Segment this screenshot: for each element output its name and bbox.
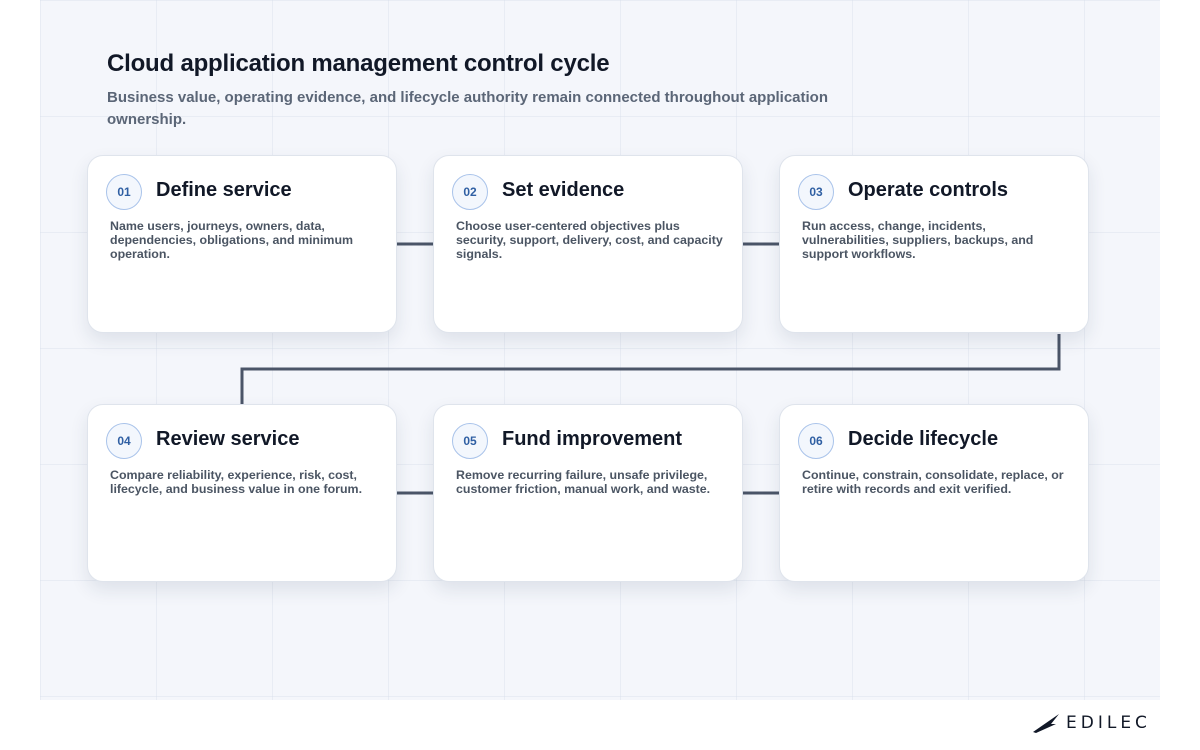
step-card-06: 06 Decide lifecycle Continue, constrain,… (779, 404, 1089, 582)
edilec-logo-icon (1033, 714, 1059, 733)
step-description: Choose user-centered objectives plus sec… (456, 219, 723, 261)
page-title: Cloud application management control cyc… (107, 50, 610, 77)
diagram-canvas (40, 0, 1160, 700)
step-number-badge: 02 (452, 174, 488, 210)
step-number-badge: 01 (106, 174, 142, 210)
step-title: Set evidence (502, 179, 625, 201)
brand-name: EDILEC (1066, 713, 1151, 733)
step-card-05: 05 Fund improvement Remove recurring fai… (433, 404, 743, 582)
step-description: Compare reliability, experience, risk, c… (110, 468, 363, 496)
step-title: Operate controls (848, 179, 1009, 201)
brand-logo: EDILEC (1032, 710, 1151, 736)
connector-03-04 (240, 334, 1061, 405)
page-subtitle: Business value, operating evidence, and … (107, 89, 828, 128)
step-title: Fund improvement (502, 428, 683, 450)
step-title: Decide lifecycle (848, 428, 999, 450)
step-card-01: 01 Define service Name users, journeys, … (87, 155, 397, 333)
step-number-badge: 03 (798, 174, 834, 210)
step-description: Name users, journeys, owners, data, depe… (110, 219, 354, 261)
step-title: Define service (156, 179, 292, 201)
step-description: Run access, change, incidents, vulnerabi… (802, 219, 1034, 261)
step-number-badge: 05 (452, 423, 488, 459)
step-number-badge: 04 (106, 423, 142, 459)
step-description: Remove recurring failure, unsafe privile… (456, 468, 711, 496)
step-description: Continue, constrain, consolidate, replac… (802, 468, 1064, 496)
step-card-04: 04 Review service Compare reliability, e… (87, 404, 397, 582)
step-title: Review service (156, 428, 300, 450)
step-card-03: 03 Operate controls Run access, change, … (779, 155, 1089, 333)
step-card-02: 02 Set evidence Choose user-centered obj… (433, 155, 743, 333)
step-number-badge: 06 (798, 423, 834, 459)
